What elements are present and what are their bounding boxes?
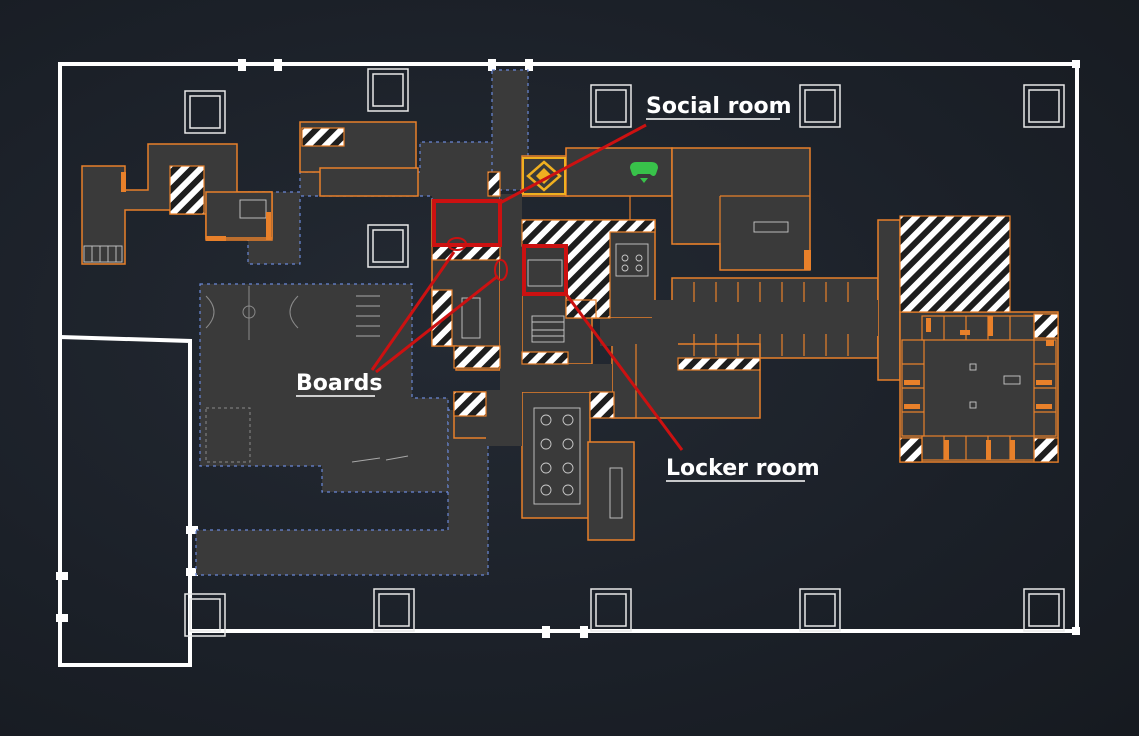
leader-lines [370, 123, 684, 451]
locker-room-label: Locker room [666, 456, 820, 481]
pillars [184, 68, 1065, 637]
wall-accents [121, 172, 1054, 460]
boards-label: Boards [296, 371, 382, 396]
controller-icon[interactable] [630, 162, 658, 183]
rooms [81, 121, 1059, 541]
highlights [432, 199, 568, 296]
social-room-label: Social room [646, 94, 792, 119]
locker-room-highlight [522, 244, 568, 296]
cell-rows [565, 148, 1057, 461]
furniture [83, 199, 1021, 519]
outline-studs [56, 59, 1080, 638]
annotation-locker: Locker room [666, 456, 820, 482]
corridors [486, 194, 878, 446]
board-markers [447, 237, 508, 281]
annotation-social: Social room [646, 94, 792, 120]
social-room-highlight [432, 199, 502, 247]
annotation-boards: Boards [296, 371, 382, 397]
court-markings [205, 286, 409, 463]
